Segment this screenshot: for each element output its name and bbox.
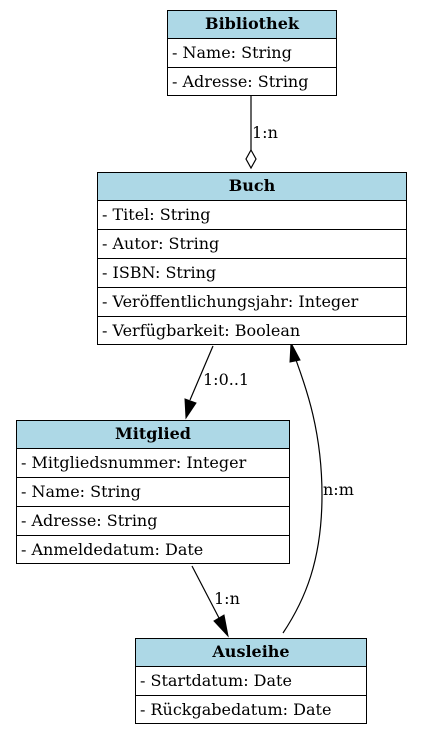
- arrowhead-icon: [213, 614, 229, 638]
- class-attribute: - Startdatum: Date: [136, 667, 366, 696]
- class-bibliothek: Bibliothek - Name: String - Adresse: Str…: [167, 10, 337, 96]
- arrowhead-icon: [289, 341, 301, 363]
- edge-mitglied-ausleihe: [191, 565, 220, 619]
- class-buch: Buch - Titel: String - Autor: String - I…: [97, 172, 407, 345]
- class-title: Buch: [98, 173, 406, 201]
- edge-label-ausleihe-buch: n:m: [323, 480, 354, 499]
- edge-buch-mitglied: [189, 345, 214, 401]
- class-attribute: - Adresse: String: [17, 507, 289, 536]
- class-attribute: - Veröffentlichungsjahr: Integer: [98, 288, 406, 317]
- class-mitglied: Mitglied - Mitgliedsnummer: Integer - Na…: [16, 420, 290, 564]
- class-attribute: - Mitgliedsnummer: Integer: [17, 449, 289, 478]
- edge-ausleihe-buch: [282, 359, 323, 634]
- class-attribute: - Adresse: String: [172, 72, 309, 91]
- class-attribute: - Autor: String: [98, 230, 406, 259]
- class-attribute: - Rückgabedatum: Date: [140, 700, 332, 719]
- aggregation-diamond-icon: [245, 148, 257, 170]
- class-attribute: - Titel: String: [98, 201, 406, 230]
- class-title: Mitglied: [17, 421, 289, 449]
- class-attribute: - Anmeldedatum: Date: [21, 540, 204, 559]
- class-title: Bibliothek: [168, 11, 336, 39]
- class-attribute: - Name: String: [168, 39, 336, 68]
- edge-label-bibliothek-buch: 1:n: [252, 123, 278, 142]
- class-attribute: - Verfügbarkeit: Boolean: [102, 321, 301, 340]
- arrowhead-icon: [184, 398, 197, 420]
- edge-label-buch-mitglied: 1:0..1: [203, 370, 249, 389]
- class-title: Ausleihe: [136, 639, 366, 667]
- class-ausleihe: Ausleihe - Startdatum: Date - Rückgabeda…: [135, 638, 367, 724]
- class-attribute: - ISBN: String: [98, 259, 406, 288]
- edge-label-mitglied-ausleihe: 1:n: [214, 589, 240, 608]
- class-attribute: - Name: String: [17, 478, 289, 507]
